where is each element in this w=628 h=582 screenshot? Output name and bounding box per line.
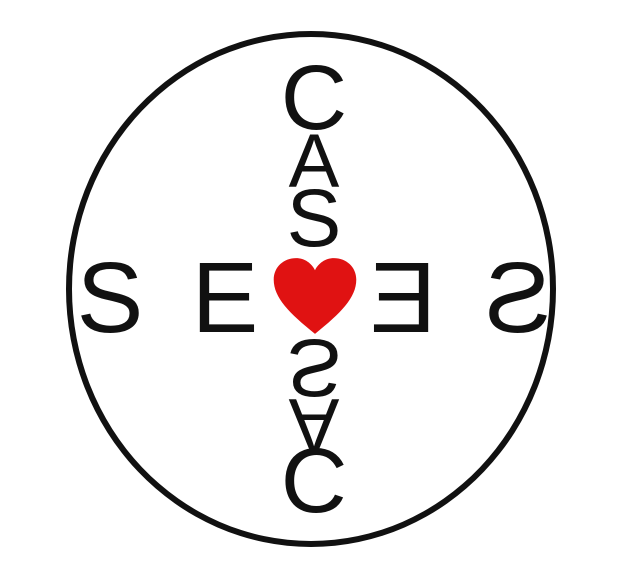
letter-a-top: A bbox=[288, 119, 340, 204]
letter-c-top: C bbox=[280, 47, 348, 149]
letter-s-top: S bbox=[286, 173, 342, 264]
letter-s-right-mirrored: S bbox=[484, 242, 552, 354]
letter-s-left: S bbox=[76, 242, 144, 354]
letter-c-bottom-mirrored: C bbox=[280, 429, 348, 531]
heart-icon bbox=[273, 258, 357, 334]
letter-e-left: E bbox=[191, 242, 259, 354]
circle-outline bbox=[66, 31, 556, 547]
letter-e-right-mirrored: E bbox=[369, 242, 437, 354]
